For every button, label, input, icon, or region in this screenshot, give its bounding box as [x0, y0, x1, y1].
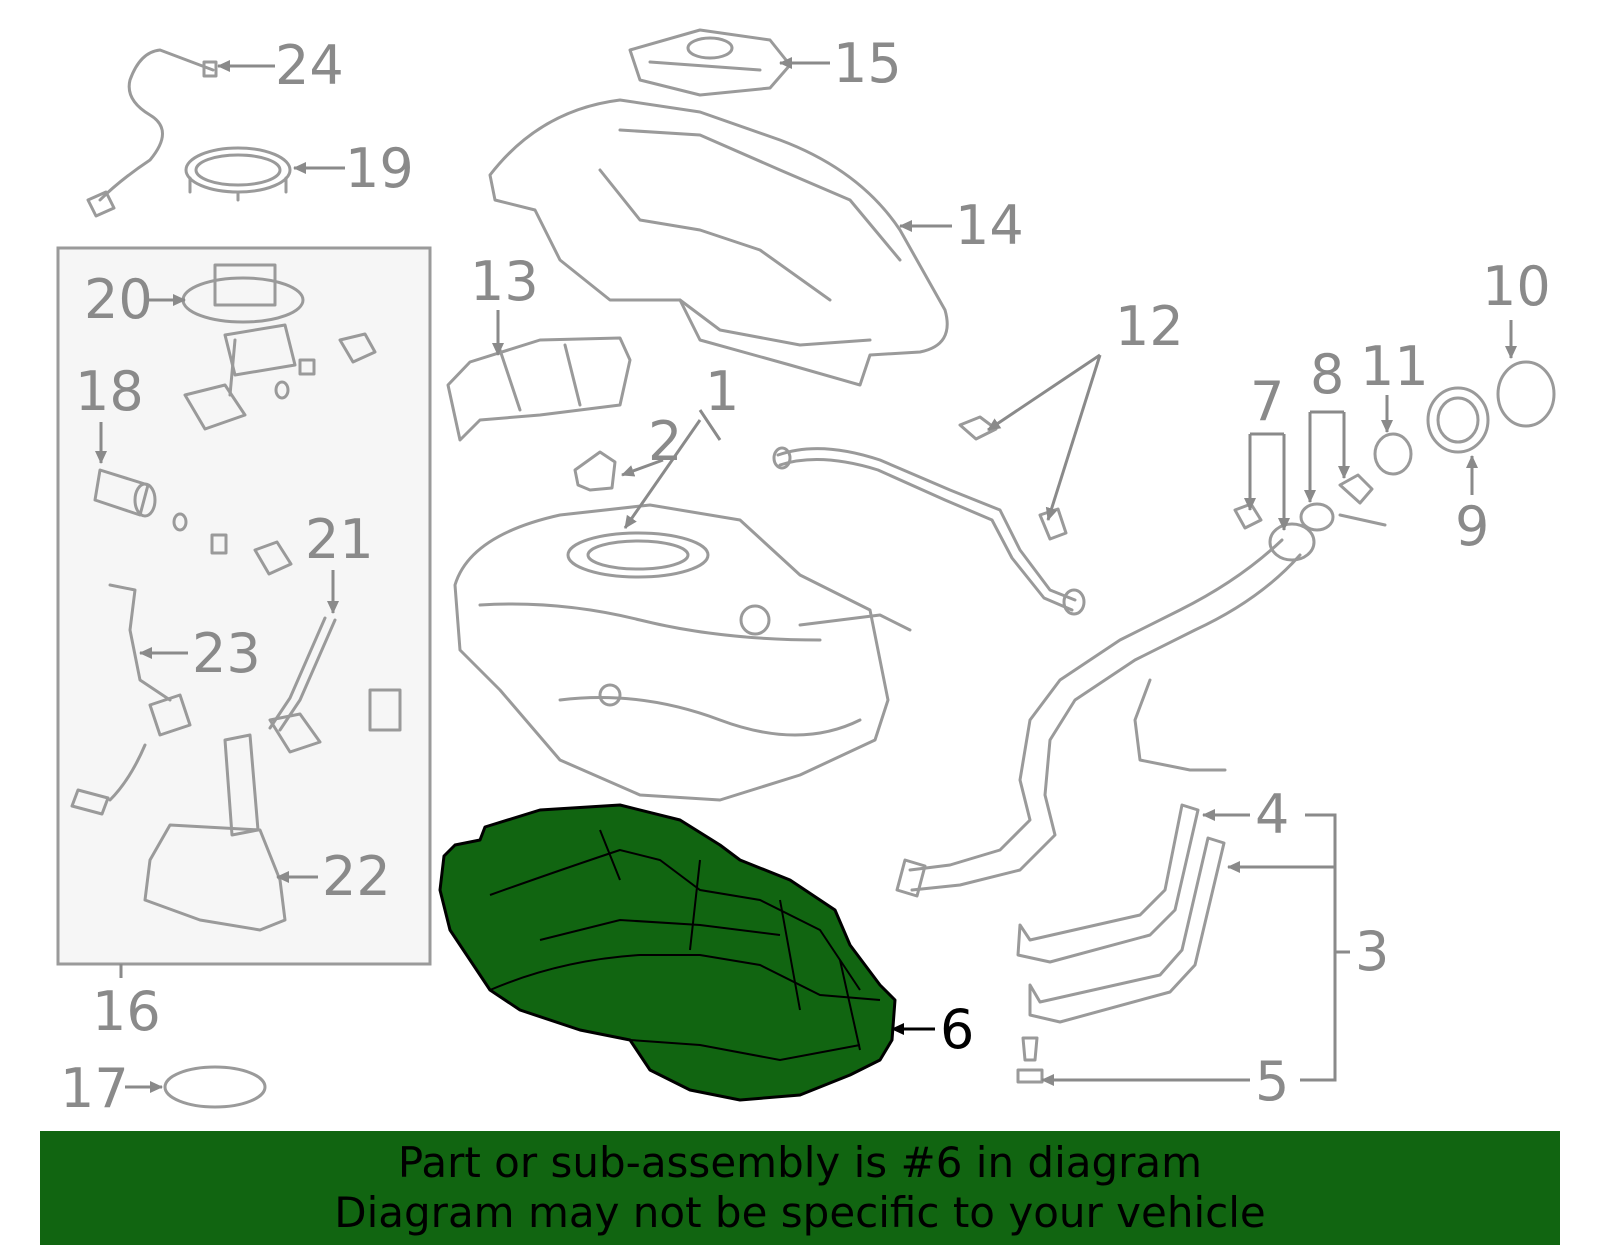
callout-11: 11 [1360, 335, 1429, 398]
part-2-bracket [573, 450, 617, 492]
callout-18: 18 [75, 360, 144, 423]
callout-9: 9 [1455, 495, 1489, 558]
part-13-heat-shield [446, 336, 632, 442]
callout-21: 21 [305, 508, 374, 571]
part-5-bolt [1016, 1036, 1044, 1084]
part-6-lower-shield-highlighted [438, 803, 897, 1102]
callout-3: 3 [1355, 920, 1389, 983]
callout-1: 1 [705, 360, 739, 423]
part-9-fuel-cap [1426, 386, 1490, 454]
part-19-lock-ring [184, 146, 292, 202]
part-11-gasket [1373, 432, 1413, 476]
callout-24: 24 [275, 34, 344, 97]
part-4-tank-straps [1016, 803, 1226, 1024]
part-7-filler-pipe [895, 502, 1316, 898]
leader-lines [95, 57, 1517, 1093]
callout-8: 8 [1310, 343, 1344, 406]
banner-line-2: Diagram may not be specific to your vehi… [334, 1188, 1266, 1237]
part-22-pump-bracket [143, 733, 287, 932]
part-8-gasket-and-clip [1299, 473, 1387, 532]
callout-10: 10 [1482, 255, 1551, 318]
part-17-o-ring [163, 1065, 267, 1109]
callout-15: 15 [833, 32, 902, 95]
callout-14: 14 [955, 194, 1024, 257]
callout-16: 16 [92, 980, 161, 1043]
part-18-fuel-pump [93, 468, 157, 518]
group-box-16 [56, 246, 432, 966]
callout-17: 17 [60, 1057, 129, 1120]
callout-20: 20 [84, 268, 153, 331]
callout-4: 4 [1255, 783, 1289, 846]
part-24-wire [86, 48, 218, 218]
callout-5: 5 [1255, 1050, 1289, 1113]
part-15-cover [628, 28, 792, 97]
part-14-upper-shield [488, 98, 949, 387]
info-banner: Part or sub-assembly is #6 in diagram Di… [40, 1131, 1560, 1245]
banner-line-1: Part or sub-assembly is #6 in diagram [397, 1138, 1203, 1187]
callout-13: 13 [470, 250, 539, 313]
callout-22: 22 [322, 845, 391, 908]
small-parts [172, 332, 402, 732]
part-10-seal [1496, 360, 1556, 428]
callout-19: 19 [345, 137, 414, 200]
callout-7: 7 [1250, 370, 1284, 433]
part-1-fuel-tank [453, 503, 912, 802]
callout-2: 2 [648, 410, 682, 473]
callout-23: 23 [192, 622, 261, 685]
callout-12: 12 [1115, 295, 1184, 358]
callout-6: 6 [940, 998, 974, 1061]
part-23-harness [70, 583, 192, 816]
part-21-sender [268, 616, 337, 754]
